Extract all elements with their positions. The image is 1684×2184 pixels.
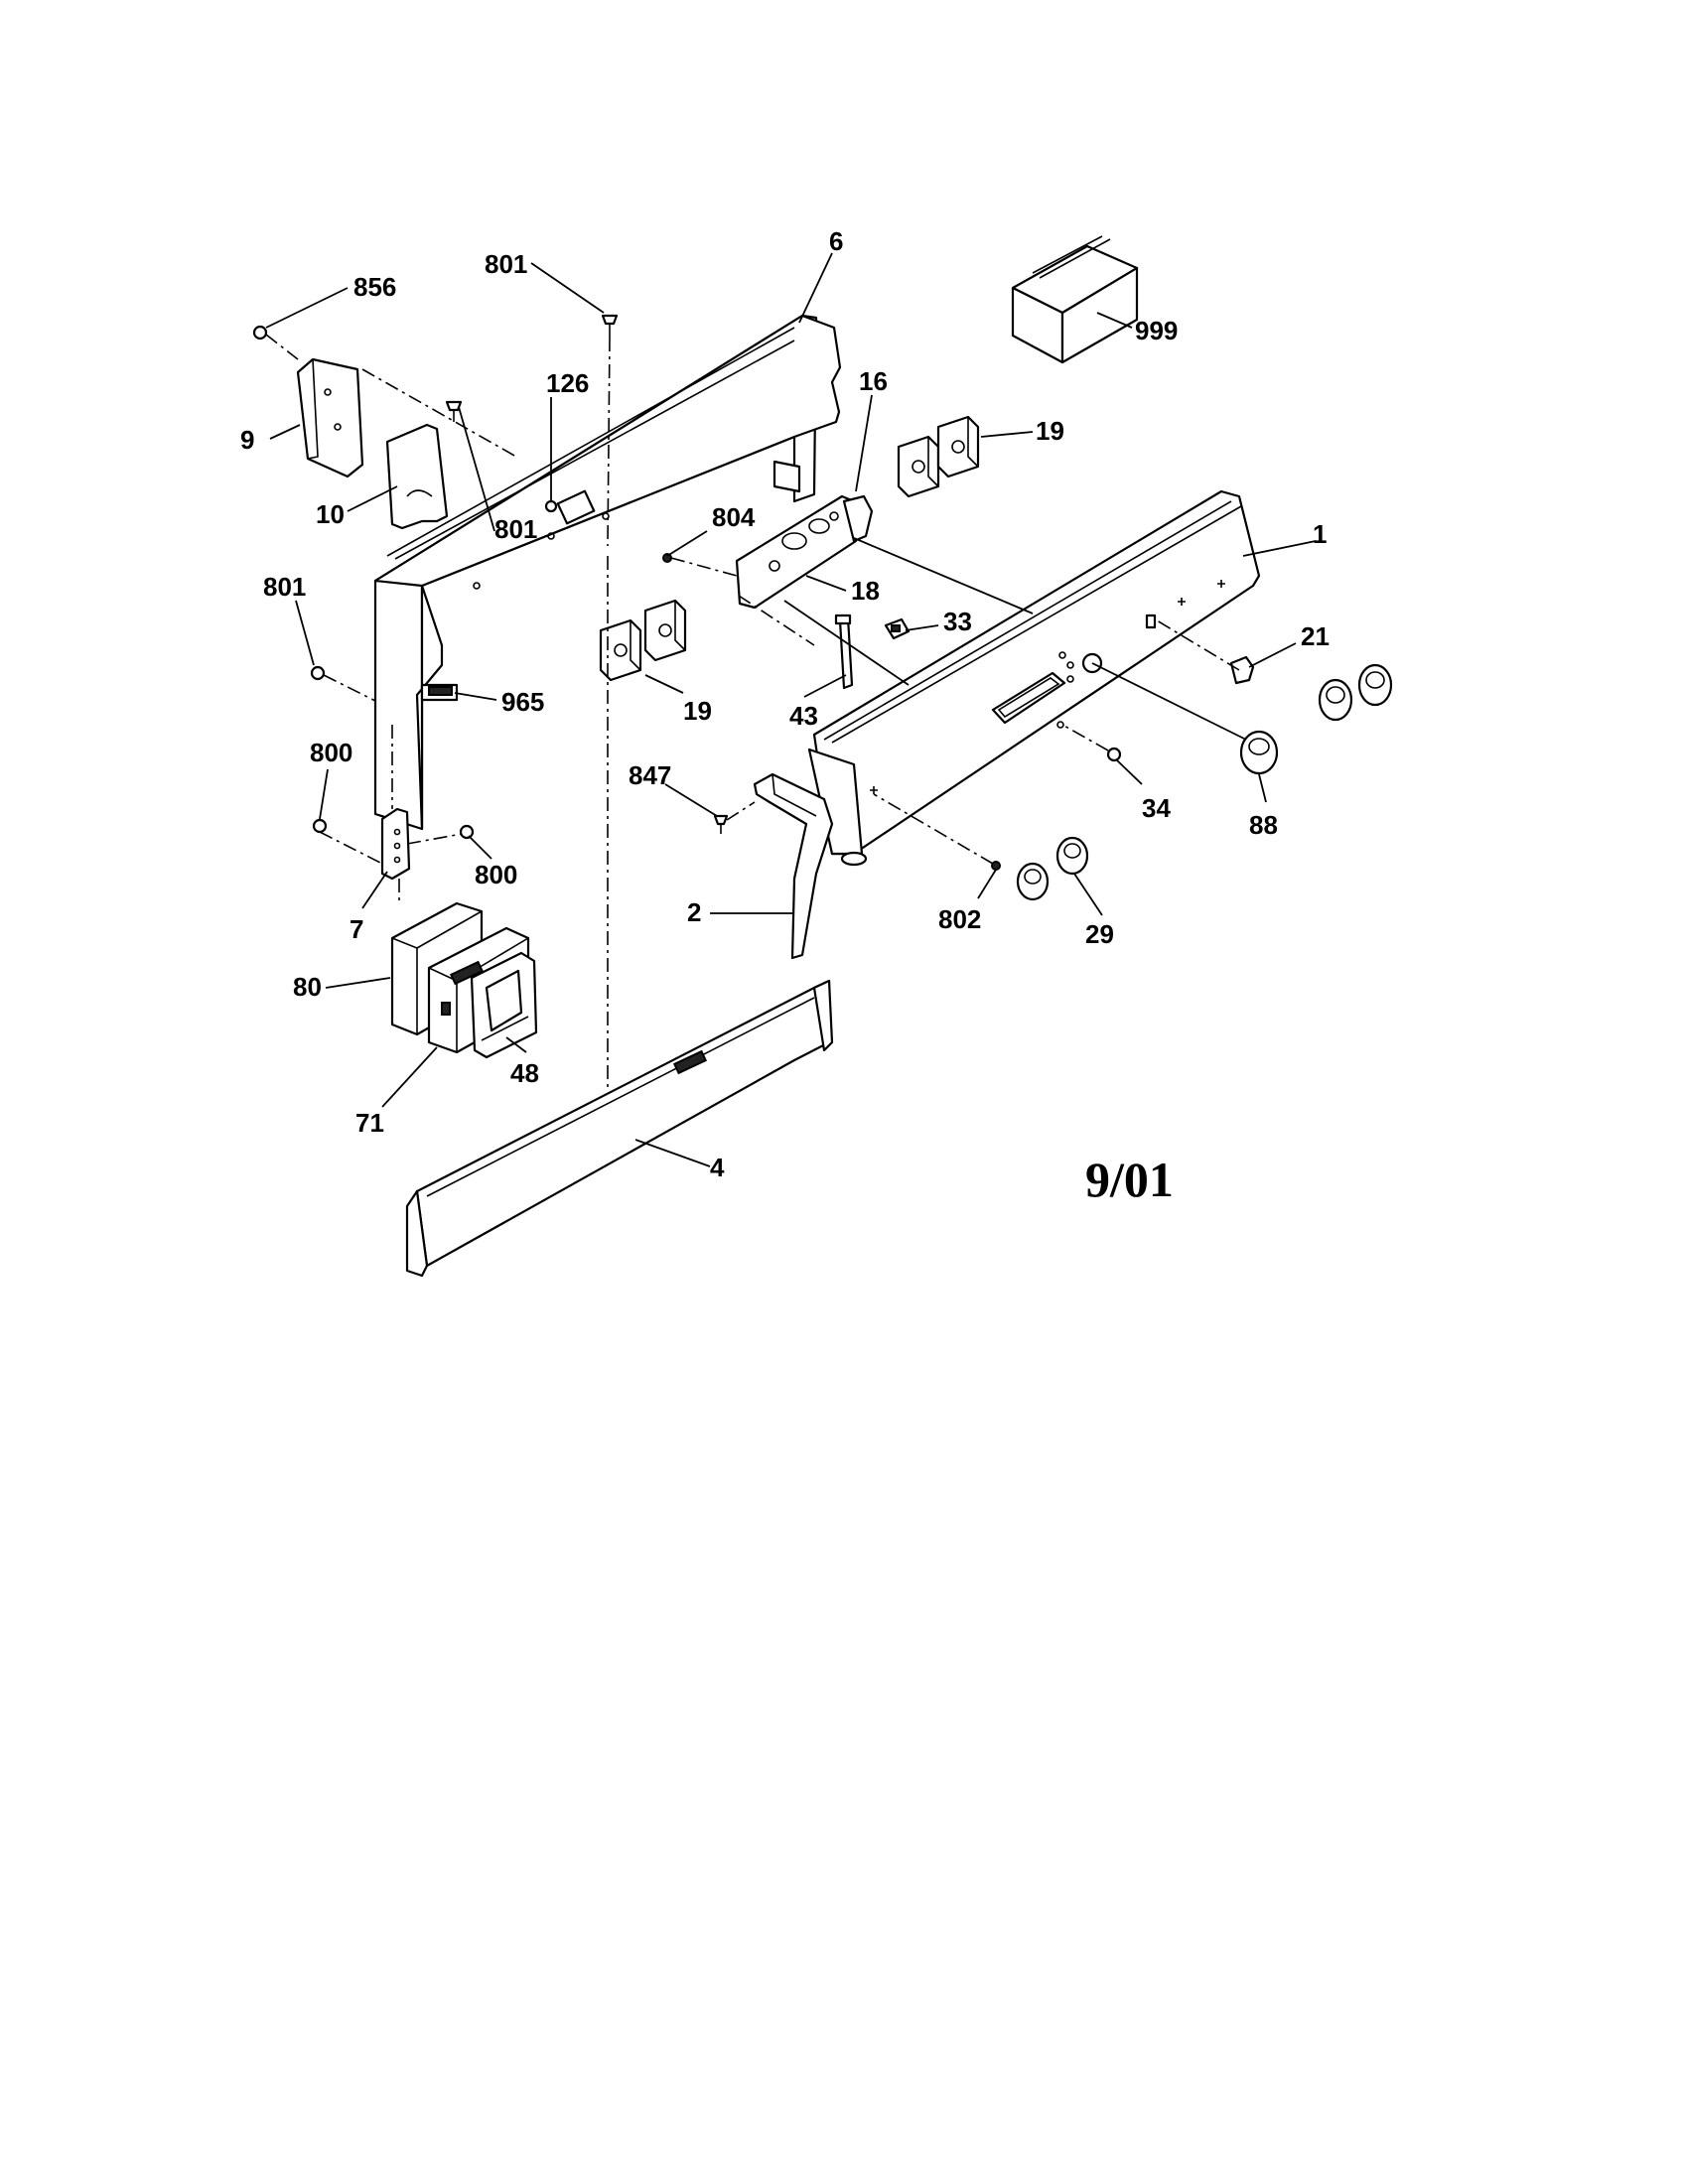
part-800-screw-left: [312, 818, 328, 834]
callout-800: 800: [475, 860, 517, 889]
callout-10: 10: [316, 499, 345, 529]
connection-lines: [783, 537, 1247, 741]
part-801-screw-left: [310, 665, 326, 681]
part-48-frame: [470, 951, 538, 1059]
part-88-knob: [1239, 730, 1279, 775]
callout-847: 847: [629, 760, 671, 790]
part-7-bracket: [380, 807, 411, 881]
part-10-cover-plate: [385, 423, 449, 530]
part-856-screw: [252, 325, 268, 341]
part-33-light-switch: [884, 617, 911, 640]
part-965-bracket: [420, 683, 459, 702]
callout-33: 33: [943, 607, 972, 636]
part-801-screw-top: [601, 314, 619, 338]
part-18-control-board: [735, 494, 874, 610]
part-801-screw-mid: [445, 400, 463, 422]
callout-48: 48: [510, 1058, 539, 1088]
callout-19: 19: [1036, 416, 1064, 446]
callout-804: 804: [712, 502, 756, 532]
part-999-literature-box: [1011, 235, 1139, 364]
callout-965: 965: [501, 687, 544, 717]
callout-labels: 856 801 6 999 9 126 16 19 10 801 804 1 8…: [240, 226, 1330, 1207]
callout-801: 801: [263, 572, 306, 602]
leader-lines: [265, 252, 1317, 1167]
callout-801: 801: [485, 249, 527, 279]
assembly-lines: [265, 334, 1240, 1092]
callout-2: 2: [687, 897, 701, 927]
callout-801: 801: [494, 514, 537, 544]
callout-4: 4: [710, 1153, 725, 1182]
part-21-indicator-light: [1229, 655, 1255, 685]
callout-1: 1: [1313, 519, 1327, 549]
part-knobs-right: [1318, 663, 1393, 722]
callout-88: 88: [1249, 810, 1278, 840]
callout-6: 6: [829, 226, 843, 256]
part-34-screw: [1106, 747, 1122, 762]
part-800-screw-right: [459, 824, 475, 840]
callout-43: 43: [789, 701, 818, 731]
callout-29: 29: [1085, 919, 1114, 949]
callout-7: 7: [350, 914, 363, 944]
callout-21: 21: [1301, 621, 1330, 651]
part-43-bracket: [834, 614, 854, 690]
part-847-screw: [713, 814, 729, 834]
part-2-end-cap: [753, 772, 834, 960]
part-1-control-panel: [807, 489, 1261, 867]
callout-71: 71: [355, 1108, 384, 1138]
callout-9: 9: [240, 425, 254, 455]
part-9-side-bracket: [296, 357, 364, 478]
part-19-switch-top: [897, 415, 980, 498]
callout-800: 800: [310, 738, 352, 767]
callout-999: 999: [1135, 316, 1178, 345]
revision-date: 9/01: [1085, 1152, 1174, 1207]
part-126-clip: [544, 499, 558, 513]
callout-19: 19: [683, 696, 712, 726]
callout-34: 34: [1142, 793, 1171, 823]
callout-802: 802: [938, 904, 981, 934]
callout-80: 80: [293, 972, 322, 1002]
part-29-knobs: [1016, 836, 1089, 901]
callout-16: 16: [859, 366, 888, 396]
callout-18: 18: [851, 576, 880, 606]
part-19-switch-lower: [599, 599, 687, 682]
part-4-lower-trim: [405, 979, 834, 1278]
callout-856: 856: [353, 272, 396, 302]
callout-126: 126: [546, 368, 589, 398]
